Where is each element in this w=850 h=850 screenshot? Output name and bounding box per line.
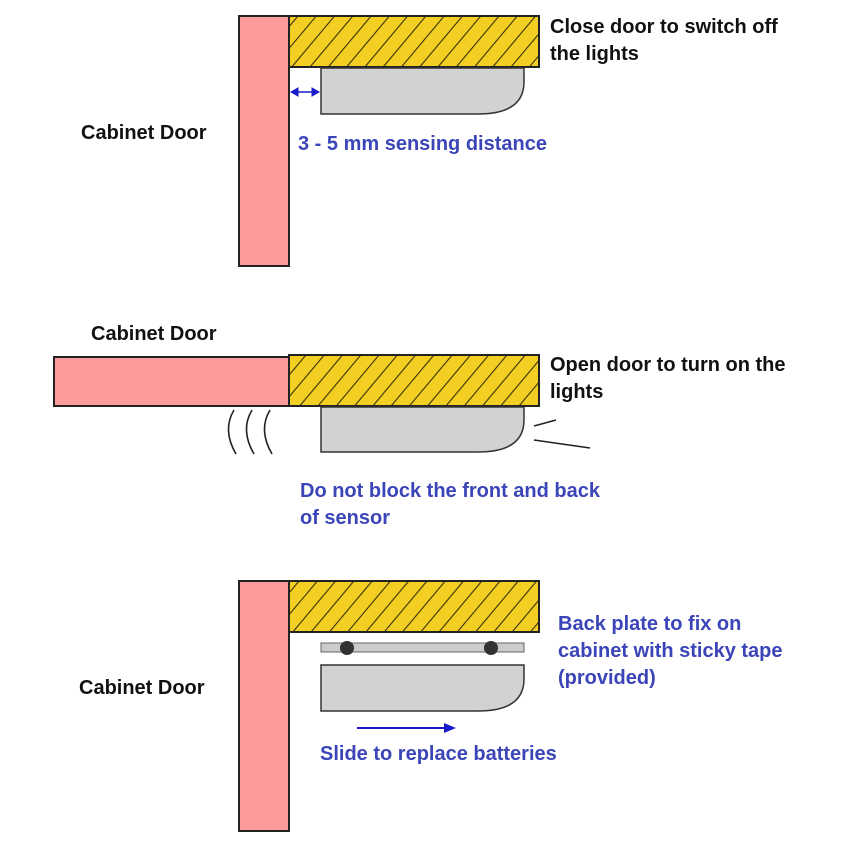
door-label: Cabinet Door: [91, 323, 217, 345]
door-label: Cabinet Door: [79, 677, 205, 699]
close-door-text-line-2: the lights: [550, 43, 639, 65]
panel-1: [238, 15, 540, 267]
cabinet-door: [238, 580, 290, 832]
door-label: Cabinet Door: [81, 122, 207, 144]
cabinet-shelf: [288, 15, 540, 68]
sensor-light: [320, 67, 525, 115]
block-warning-line-1: Do not block the front and back: [300, 480, 601, 502]
back-plate: [320, 642, 525, 653]
back-plate-note-line-1: Back plate to fix on: [558, 613, 742, 635]
open-door-text-line-1: Open door to turn on the: [550, 354, 786, 376]
back-plate-note-line-2: cabinet with sticky tape: [558, 640, 783, 662]
sensor-light: [320, 664, 525, 712]
back-plate-screw-right: [484, 641, 498, 655]
back-plate-note-line-3: (provided): [558, 667, 656, 689]
cabinet-door: [238, 15, 290, 267]
slide-arrow: [357, 723, 456, 733]
sensor-light: [320, 406, 525, 453]
cabinet-shelf: [288, 354, 540, 407]
panel-3: [238, 580, 540, 832]
cabinet-shelf: [288, 580, 540, 633]
back-plate-screw-left: [340, 641, 354, 655]
sensing-distance-arrow: [289, 84, 322, 100]
open-door-text-line-2: lights: [550, 381, 604, 403]
block-warning-line-2: of sensor: [300, 507, 391, 529]
sensor-back-waves: [227, 409, 273, 455]
close-door-text-line-1: Close door to switch off: [550, 16, 778, 38]
panel-2: [53, 354, 591, 455]
slide-note: Slide to replace batteries: [320, 743, 557, 765]
sensor-front-rays: [533, 419, 591, 449]
cabinet-door-open: [53, 356, 290, 407]
sensing-distance-note: 3 - 5 mm sensing distance: [298, 133, 547, 155]
